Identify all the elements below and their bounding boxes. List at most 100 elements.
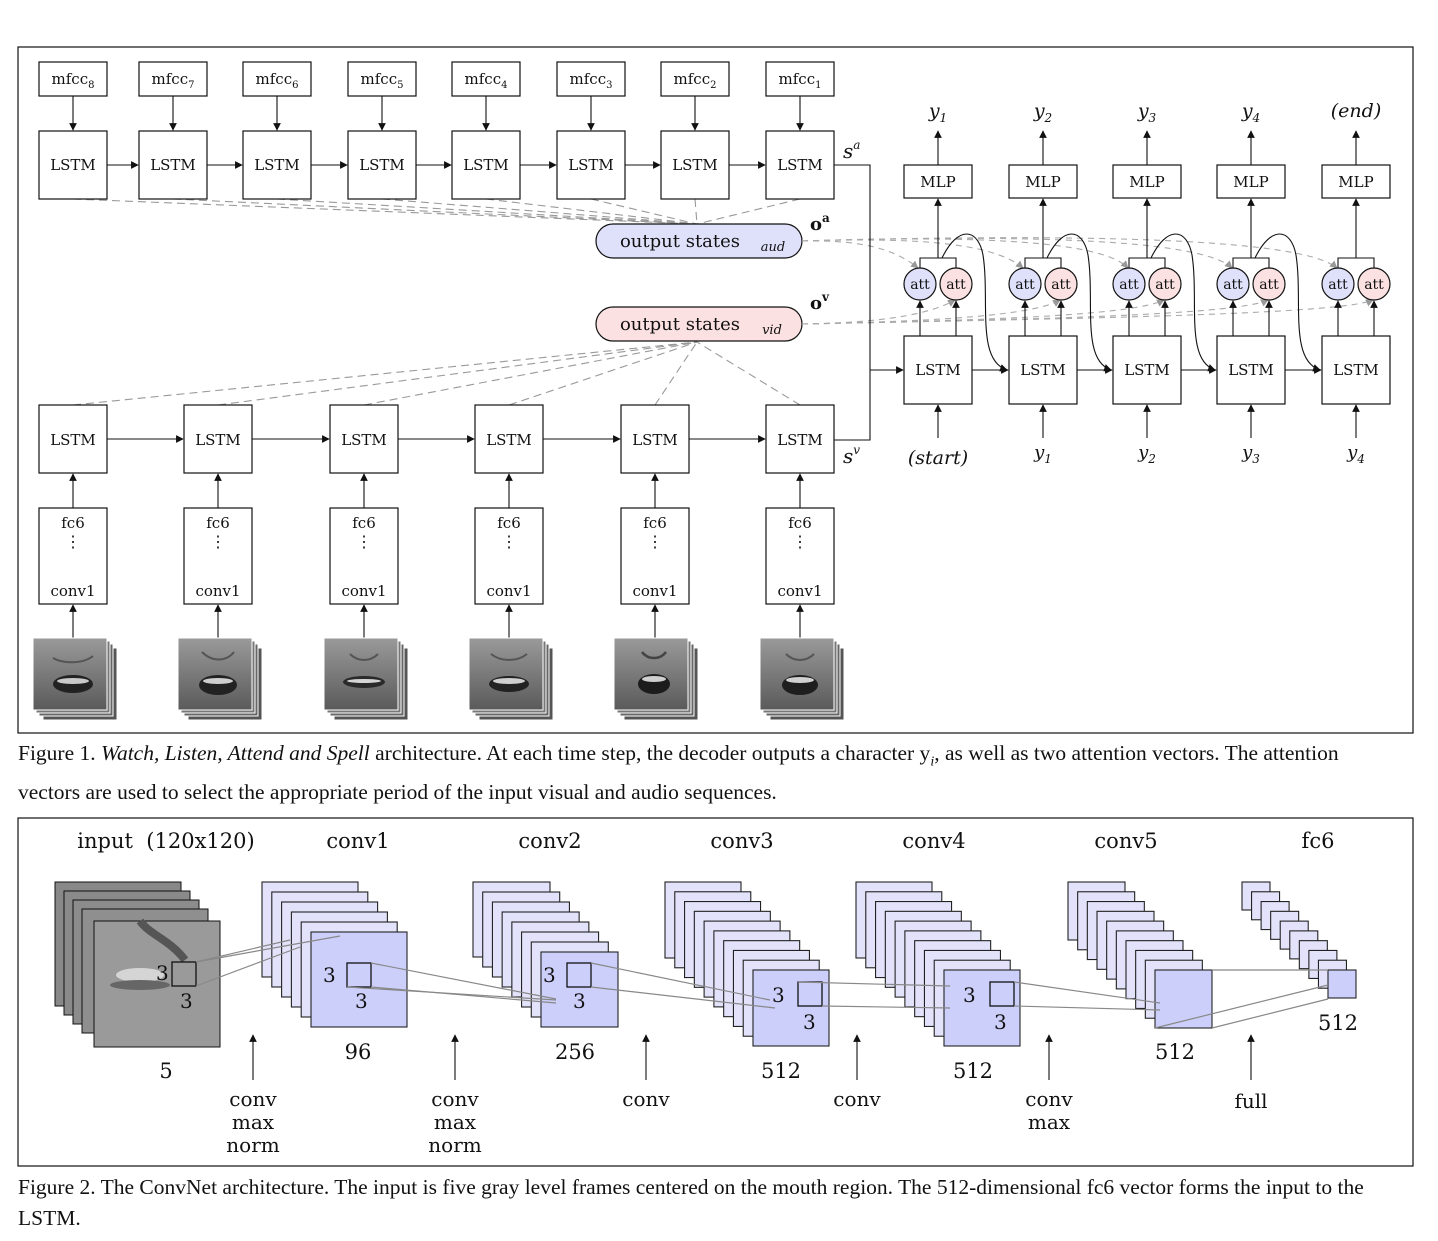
projection-line	[370, 962, 557, 1000]
mouth-frame-stack	[323, 637, 409, 721]
svg-text:att: att	[1051, 277, 1071, 293]
op-label: max	[232, 1110, 275, 1134]
decoder-lstm: LSTM	[1321, 335, 1391, 405]
projection-line	[590, 986, 776, 1009]
mlp-box: MLP	[1112, 164, 1182, 199]
audio-lstm: LSTM	[138, 130, 208, 200]
caption1-body: architecture. At each time step, the dec…	[369, 741, 931, 765]
svg-text:conv1: conv1	[777, 582, 822, 600]
op-label: conv	[833, 1087, 881, 1111]
video-lstm: LSTM	[620, 404, 690, 474]
convnet-headers: input (120x120) conv1 conv2 conv3 conv4 …	[77, 829, 1334, 853]
svg-text:att: att	[1119, 277, 1139, 293]
feature-map	[1327, 969, 1357, 999]
svg-text:mfcc5: mfcc5	[361, 70, 404, 91]
svg-text:mfcc3: mfcc3	[570, 70, 613, 91]
svg-text:LSTM: LSTM	[341, 431, 387, 449]
svg-text:att: att	[1364, 277, 1384, 293]
sa-label: sa	[843, 138, 860, 163]
svg-text:att: att	[1155, 277, 1175, 293]
svg-text:mfcc2: mfcc2	[674, 70, 717, 91]
att-node-vid: att	[1044, 267, 1078, 301]
svg-text:mfcc4: mfcc4	[465, 70, 508, 91]
sv-connector	[834, 370, 871, 441]
kernel-label: 3	[573, 989, 586, 1013]
output-states-vid: output states vid	[595, 306, 803, 342]
convnet-box: fc6⋮conv1	[474, 507, 544, 605]
svg-text:⋮: ⋮	[792, 532, 808, 551]
feature-map	[1154, 969, 1213, 1029]
depth-conv3: 512	[761, 1059, 801, 1083]
operation-labels: conv max norm conv max norm conv conv co…	[226, 1034, 1268, 1157]
decoder-output-label: y4	[1241, 100, 1260, 125]
svg-text:LSTM: LSTM	[915, 361, 961, 379]
figure2-caption: Figure 2. The ConvNet architecture. The …	[18, 1172, 1398, 1234]
svg-text:LSTM: LSTM	[50, 156, 96, 174]
kernel-label: 3	[803, 1010, 816, 1034]
svg-text:conv1: conv1	[50, 582, 95, 600]
svg-text:conv1: conv1	[632, 582, 677, 600]
svg-text:mfcc6: mfcc6	[256, 70, 299, 91]
kernel-label: 3	[355, 989, 368, 1013]
svg-text:att: att	[1328, 277, 1348, 293]
op-label: norm	[428, 1133, 481, 1157]
projection-line	[821, 1005, 951, 1009]
audio-lstm: LSTM	[451, 130, 521, 200]
svg-text:att: att	[1015, 277, 1035, 293]
figure1-frame	[17, 46, 1414, 734]
svg-text:MLP: MLP	[1338, 173, 1373, 191]
decoder-lstm: LSTM	[1112, 335, 1182, 405]
video-encoder: LSTM LSTM LSTM LSTM LSTM LSTM fc6⋮conv1 …	[38, 404, 835, 638]
op-label: max	[1028, 1110, 1071, 1134]
feature-map	[943, 969, 1021, 1047]
svg-text:LSTM: LSTM	[1124, 361, 1170, 379]
att-node-vid: att	[1148, 267, 1182, 301]
attention-feedback-curve	[941, 233, 1008, 372]
decoder-output-label: (end)	[1331, 100, 1381, 122]
mlp-box: MLP	[1321, 164, 1391, 199]
mfcc-box: mfcc7	[138, 61, 208, 97]
svg-text:att: att	[910, 277, 930, 293]
mouth-frame-stack	[32, 637, 118, 721]
projection-line	[195, 946, 301, 987]
att-node-aud: att	[1008, 267, 1042, 301]
video-lstm: LSTM	[329, 404, 399, 474]
mlp-box: MLP	[1216, 164, 1286, 199]
svg-text:LSTM: LSTM	[254, 156, 300, 174]
caption2-text: Figure 2. The ConvNet architecture. The …	[18, 1175, 1364, 1230]
svg-text:conv1: conv1	[341, 582, 386, 600]
output-states-aud: output states aud	[595, 223, 803, 259]
sv-label: sv	[843, 443, 860, 468]
att-node-aud: att	[903, 267, 937, 301]
svg-text:LSTM: LSTM	[50, 431, 96, 449]
depth-fc6: 512	[1318, 1011, 1358, 1035]
decoder-output-label: y3	[1137, 100, 1157, 125]
mlp-box: MLP	[903, 164, 973, 199]
decoder-lstm: LSTM	[1008, 335, 1078, 405]
kernel-square	[566, 962, 592, 988]
feature-map	[310, 931, 408, 1028]
svg-text:MLP: MLP	[1025, 173, 1060, 191]
oa-label: oa	[810, 211, 830, 235]
svg-text:⋮: ⋮	[647, 532, 663, 551]
kernel-square	[346, 962, 372, 988]
svg-text:aud: aud	[761, 240, 785, 255]
mfcc-box: mfcc8	[38, 61, 108, 97]
op-label: conv	[1025, 1087, 1073, 1111]
depth-conv5: 512	[1155, 1040, 1195, 1064]
svg-text:mfcc7: mfcc7	[152, 70, 195, 91]
mouth-frames	[32, 637, 845, 721]
mfcc-box: mfcc1	[765, 61, 835, 97]
att-node-vid: att	[1252, 267, 1286, 301]
att-node-vid: att	[1357, 267, 1391, 301]
svg-text:mfcc1: mfcc1	[779, 70, 822, 91]
attention-context-lines	[801, 237, 1374, 325]
convnet-box: fc6⋮conv1	[329, 507, 399, 605]
op-label: max	[434, 1110, 477, 1134]
att-bracket	[919, 257, 957, 268]
header-input: input (120x120)	[77, 829, 254, 853]
svg-text:LSTM: LSTM	[672, 156, 718, 174]
svg-text:LSTM: LSTM	[777, 156, 823, 174]
